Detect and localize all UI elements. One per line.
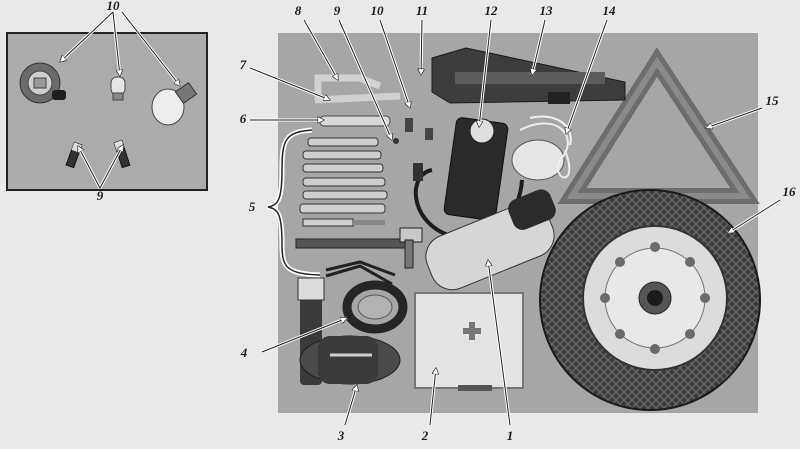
callout-9-inset: 9 <box>97 188 104 203</box>
callout-2: 2 <box>421 428 429 443</box>
spare-wheel <box>539 189 761 411</box>
wrench-set <box>299 137 388 214</box>
bulb-fuse-inset <box>6 32 208 191</box>
large-bulb <box>151 81 198 126</box>
callout-9-main: 9 <box>334 3 341 18</box>
callout-12: 12 <box>485 3 499 18</box>
callout-10-main: 10 <box>371 3 385 18</box>
callout-3: 3 <box>337 428 345 443</box>
fire-extinguisher <box>425 189 556 291</box>
callout-13: 13 <box>540 3 554 18</box>
callout-10-inset: 10 <box>107 0 121 13</box>
leader-arrows <box>60 11 781 426</box>
callout-7: 7 <box>240 57 247 72</box>
callout-14: 14 <box>603 3 617 18</box>
callout-6: 6 <box>240 111 247 126</box>
small-bulb <box>110 76 126 101</box>
inspection-lamp <box>511 115 572 181</box>
callout-numbers: 1 2 3 4 5 6 7 8 9 10 11 12 13 14 15 16 1… <box>97 0 796 443</box>
wire-coil <box>342 280 408 334</box>
screwdriver-and-hammer <box>295 218 423 269</box>
callout-8: 8 <box>295 3 302 18</box>
callout-4: 4 <box>240 345 248 360</box>
pliers <box>325 260 396 286</box>
first-aid-kit <box>414 292 524 391</box>
callout-11: 11 <box>416 3 428 18</box>
headlamp-bulb <box>19 62 66 104</box>
tow-strap <box>297 277 401 385</box>
callout-15: 15 <box>766 93 780 108</box>
callout-16: 16 <box>783 184 797 199</box>
callout-5: 5 <box>249 199 256 214</box>
callout-1: 1 <box>507 428 514 443</box>
jack <box>431 47 626 104</box>
